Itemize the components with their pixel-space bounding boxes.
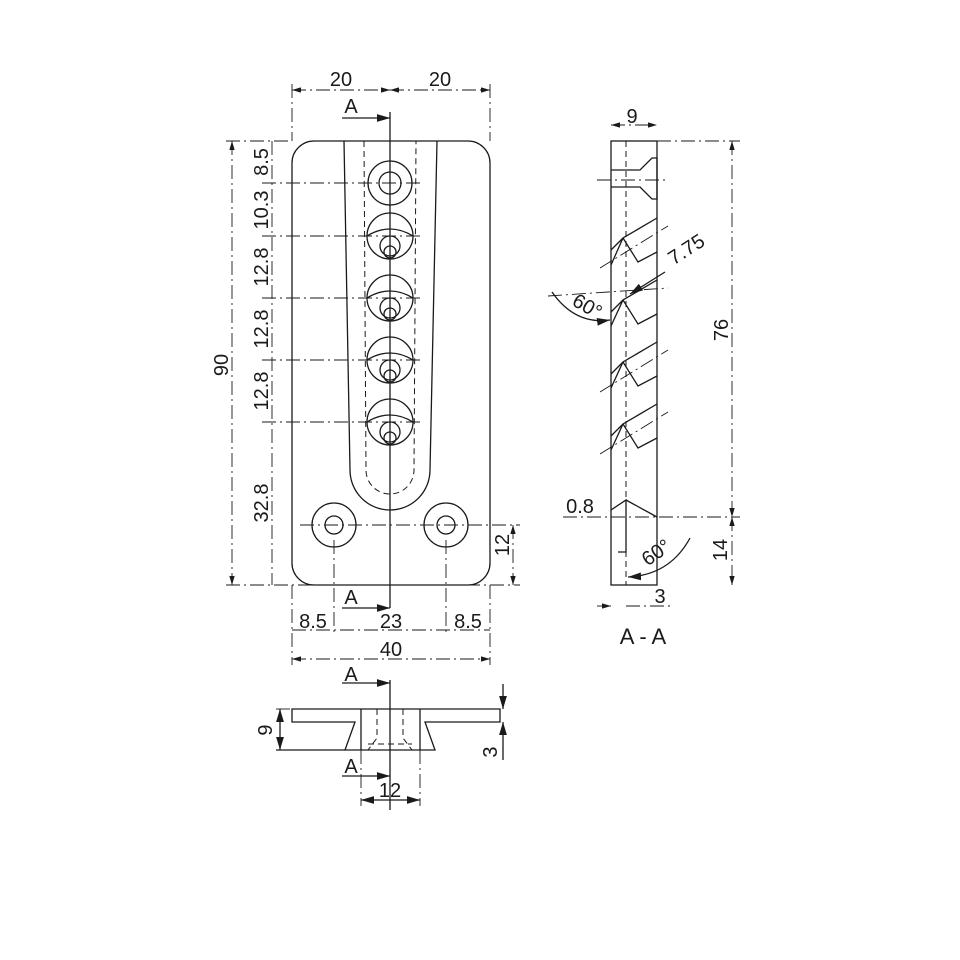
dim-height: 9 bbox=[255, 724, 277, 735]
dim-pitch-3: 12.8 bbox=[251, 248, 273, 287]
bottom-profile bbox=[291, 708, 501, 751]
dim-pitch-6: 32.8 bbox=[251, 484, 273, 523]
section-label-bottom-2: A bbox=[344, 756, 358, 778]
dim-pitch-5: 12.8 bbox=[251, 372, 273, 411]
dim-angle-bottom: 60° bbox=[638, 535, 675, 570]
dim-pitch-4: 12.8 bbox=[251, 310, 273, 349]
dim-base: 3 bbox=[654, 586, 665, 608]
section-view: 9 7.75 60° 76 0.8 60° 14 3 A - A bbox=[547, 106, 740, 649]
dim-width-right: 20 bbox=[429, 69, 451, 91]
dim-angle-top: 60° bbox=[568, 290, 605, 324]
front-view: 20 20 A A 8.5 10.3 12.8 12.8 12.8 32.8 9… bbox=[211, 69, 520, 665]
section-outline bbox=[610, 140, 658, 586]
dim-edge-right: 8.5 bbox=[454, 611, 482, 633]
dim-length: 76 bbox=[711, 319, 733, 341]
dim-end-length: 14 bbox=[710, 539, 732, 561]
dim-width: 12 bbox=[379, 780, 401, 802]
dim-thickness: 9 bbox=[626, 106, 637, 128]
angled-holes bbox=[547, 217, 669, 455]
dim-width-total: 40 bbox=[380, 639, 402, 661]
plate-outline bbox=[291, 140, 491, 586]
dim-hole-height: 12 bbox=[492, 534, 514, 556]
section-label-bottom: A bbox=[344, 587, 358, 609]
dim-edge-left: 8.5 bbox=[299, 611, 327, 633]
dim-height-total: 90 bbox=[211, 354, 233, 376]
section-label-top: A bbox=[344, 96, 358, 118]
dim-hole-spacing: 23 bbox=[380, 611, 402, 633]
dim-width-left: 20 bbox=[330, 69, 352, 91]
section-label-top-2: A bbox=[344, 664, 358, 686]
dim-pitch-1: 8.5 bbox=[251, 148, 273, 176]
center-lines bbox=[226, 84, 520, 665]
bottom-view: A A 9 3 12 bbox=[255, 664, 507, 810]
dimension-lines bbox=[229, 87, 516, 662]
section-title: A - A bbox=[620, 624, 667, 649]
dim-recess: 0.8 bbox=[566, 496, 594, 518]
dim-flange: 3 bbox=[480, 746, 502, 757]
dim-pitch-2: 10.3 bbox=[251, 191, 273, 230]
dim-hole-offset: 7.75 bbox=[664, 230, 709, 270]
